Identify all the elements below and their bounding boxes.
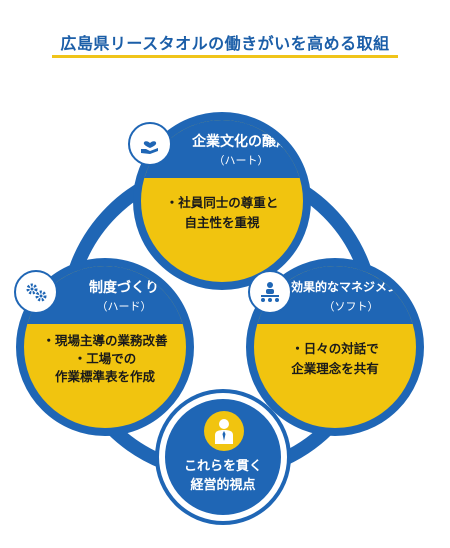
team-meeting-icon [248,270,292,314]
heart-hand-icon [128,122,172,166]
bubble-text-line-1: ・社員同士の尊重と [165,195,279,210]
bubble-text-line-2: ・工場での [73,351,137,366]
bubble-text-line-2: 企業理念を共有 [291,361,379,376]
bubble-text-line-1: ・現場主導の業務改善 [42,333,168,348]
bubble-text-line-1: ・日々の対話で [291,341,379,356]
bubble-sublabel: （ハート） [213,154,269,167]
core-text: これらを貫く 経営的視点 [165,457,281,495]
core-text-line-2: 経営的視点 [190,478,256,493]
title-underline [52,55,398,58]
bubble-effective-management: 効果的なマネジメント （ソフト） ・日々の対話で 企業理念を共有 [246,258,424,436]
bubble-label: 制度づくり [89,280,159,296]
bubble-label: 効果的なマネジメント [290,280,411,294]
gears-icon [14,270,58,314]
bubble-corporate-culture: 企業文化の醸成 （ハート） ・社員同士の尊重と 自主性を重視 [133,112,311,290]
bubble-sublabel: （ハード） [96,300,152,313]
bubble-system-building: 制度づくり （ハード） ・現場主導の業務改善 ・工場での 作業標準表を作成 [16,258,194,436]
core-management-perspective: これらを貫く 経営的視点 [159,393,287,521]
bubble-label: 企業文化の醸成 [192,134,290,150]
bubble-text-line-2: 自主性を重視 [184,215,260,230]
core-text-line-1: これらを貫く [183,459,262,474]
business-person-icon [204,411,244,451]
bubble-text-line-3: 作業標準表を作成 [54,369,155,384]
diagram-title: 広島県リースタオルの働きがいを高める取組 [60,34,390,53]
bubble-sublabel: （ソフト） [323,300,379,313]
